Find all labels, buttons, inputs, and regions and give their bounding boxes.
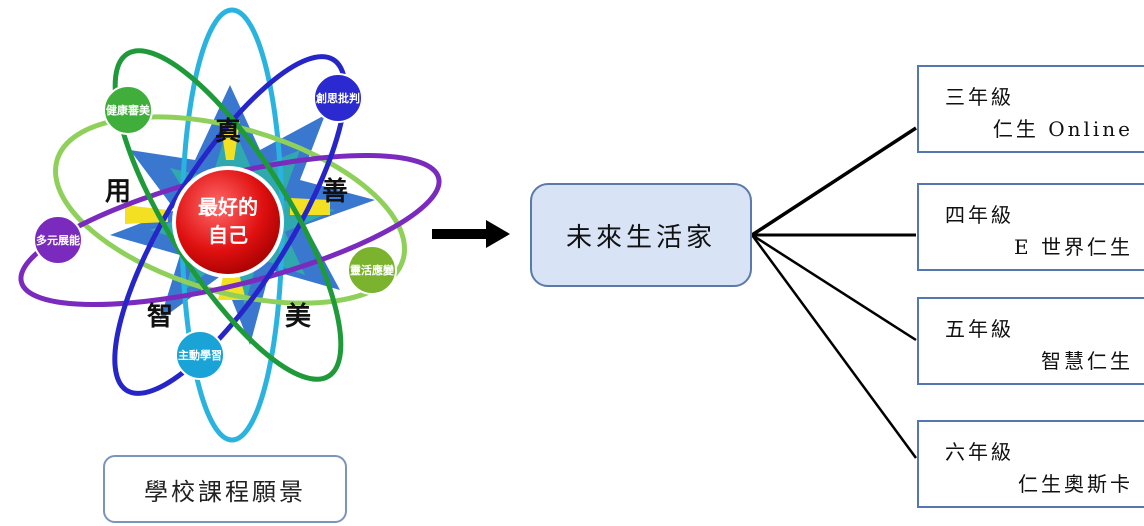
value-mei: 美 xyxy=(285,301,311,332)
orb-flexible-adaptation: 靈活應變 xyxy=(347,245,397,295)
vision-label-box: 學校課程願景 xyxy=(103,455,347,523)
grade-title: 六年級 xyxy=(945,440,1014,464)
grade-box-3: 三年級 仁生 Online xyxy=(917,65,1144,153)
svg-text:靈活應變: 靈活應變 xyxy=(350,263,395,277)
core-text-line1: 最好的 xyxy=(198,195,258,219)
grade-title: 三年級 xyxy=(945,85,1014,109)
svg-text:健康審美: 健康審美 xyxy=(106,103,151,117)
orbit-blue xyxy=(112,54,348,396)
core-text-line2: 自己 xyxy=(208,223,248,247)
svg-text:主動學習: 主動學習 xyxy=(178,348,222,362)
grade-subtitle: 仁生 Online xyxy=(992,117,1133,141)
svg-text:多元展能: 多元展能 xyxy=(36,233,80,247)
center-node-label: 未來生活家 xyxy=(565,222,716,253)
grade-box-6: 六年級 仁生奧斯卡 xyxy=(917,420,1144,508)
grade-box-5: 五年級 智慧仁生 xyxy=(917,297,1144,385)
atom-illustration: 最好的 自己 真 善 美 智 用 健康審美 創思批判 多元展能 靈活應變 主動學… xyxy=(18,7,442,443)
grade-subtitle: E 世界仁生 xyxy=(1014,235,1133,259)
vision-label: 學校課程願景 xyxy=(144,477,306,506)
orbit-darkgreen xyxy=(112,48,344,382)
grade-box-4: 四年級 E 世界仁生 xyxy=(917,183,1144,271)
value-zhi: 智 xyxy=(147,302,173,332)
grade-subtitle: 仁生奧斯卡 xyxy=(1018,472,1133,496)
right-arrow xyxy=(432,220,510,248)
grade-title: 五年級 xyxy=(945,317,1014,341)
orb-health-aesthetics: 健康審美 xyxy=(103,85,153,135)
orb-active-learning: 主動學習 xyxy=(175,330,225,380)
center-node: 未來生活家 xyxy=(530,183,752,287)
value-yong: 用 xyxy=(105,177,131,207)
core-circle xyxy=(172,166,284,278)
connector-line-grade3 xyxy=(751,126,917,237)
orb-diverse-talents: 多元展能 xyxy=(33,215,83,265)
connector-line-grade5 xyxy=(751,233,917,342)
value-shan: 善 xyxy=(322,176,348,207)
value-zhen: 真 xyxy=(215,117,241,147)
grade-subtitle: 智慧仁生 xyxy=(1041,349,1133,373)
grade-title: 四年級 xyxy=(945,203,1014,227)
orb-creative-critical: 創思批判 xyxy=(313,73,363,123)
connector-line-grade6 xyxy=(750,234,918,459)
svg-text:創思批判: 創思批判 xyxy=(315,91,360,105)
